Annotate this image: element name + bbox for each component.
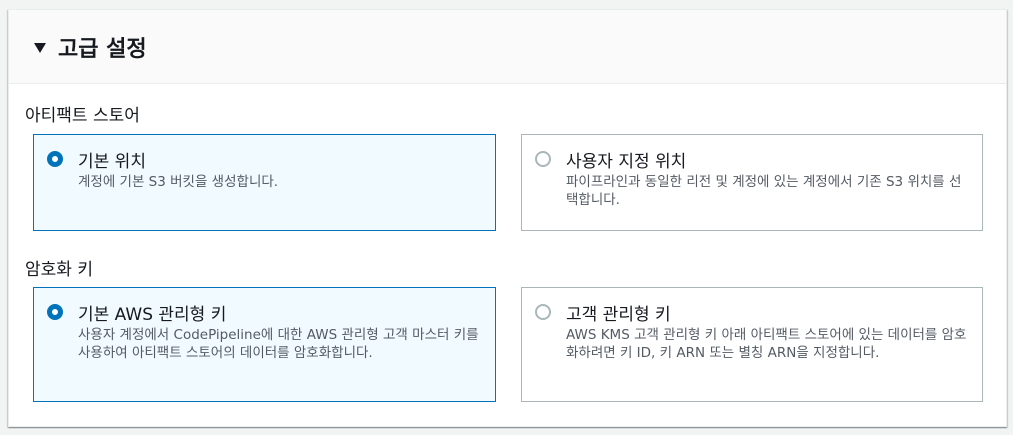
radio-button-customer-managed-key[interactable] [535, 304, 551, 320]
radio-button-default-location[interactable] [47, 151, 63, 167]
tile-description: AWS KMS 고객 관리형 키 아래 아티팩트 스토어에 있는 데이터를 암호… [566, 327, 967, 361]
encryption-key-customer-managed-tile[interactable]: 고객 관리형 키 AWS KMS 고객 관리형 키 아래 아티팩트 스토어에 있… [521, 287, 983, 402]
radio-button-aws-managed-key[interactable] [47, 304, 63, 320]
tile-description: 계정에 기본 S3 버킷을 생성합니다. [78, 174, 279, 190]
encryption-key-label: 암호화 키 [25, 260, 93, 280]
section-title: 고급 설정 [58, 36, 147, 62]
tile-title: 고객 관리형 키 [566, 305, 671, 325]
tile-title: 기본 AWS 관리형 키 [78, 305, 227, 325]
artifact-store-label: 아티팩트 스토어 [25, 106, 140, 126]
tile-title: 기본 위치 [78, 152, 146, 172]
artifact-store-default-location-tile[interactable]: 기본 위치 계정에 기본 S3 버킷을 생성합니다. [33, 134, 496, 231]
tile-description: 파이프라인과 동일한 리전 및 계정에 있는 계정에서 기존 S3 위치를 선택… [566, 174, 962, 208]
encryption-key-aws-managed-tile[interactable]: 기본 AWS 관리형 키 사용자 계정에서 CodePipeline에 대한 A… [33, 287, 496, 402]
tile-description: 사용자 계정에서 CodePipeline에 대한 AWS 관리형 고객 마스터… [78, 327, 479, 361]
artifact-store-custom-location-tile[interactable]: 사용자 지정 위치 파이프라인과 동일한 리전 및 계정에 있는 계정에서 기존… [521, 134, 983, 231]
radio-button-custom-location[interactable] [535, 151, 551, 167]
caret-down-icon[interactable] [34, 42, 46, 53]
advanced-settings-header[interactable]: 고급 설정 [9, 10, 1006, 84]
tile-title: 사용자 지정 위치 [566, 152, 687, 172]
